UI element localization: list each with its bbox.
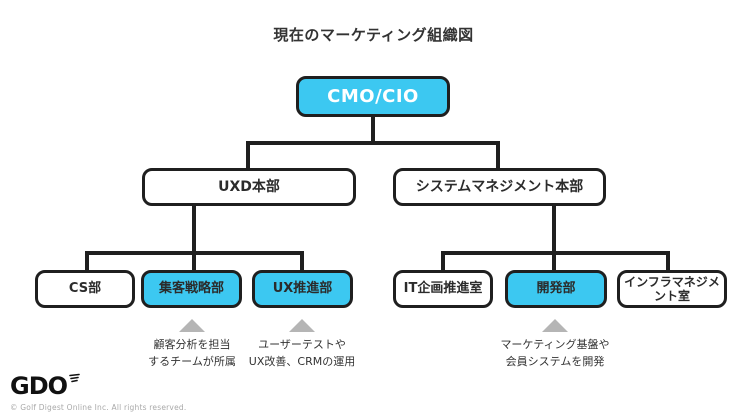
org-box-system-management-division: システムマネジメント本部 xyxy=(393,168,606,206)
connector-right-mid-drop xyxy=(552,204,556,270)
connector-div2-drop xyxy=(496,141,500,170)
annotation-line: マーケティング基盤や xyxy=(500,338,610,351)
org-box-customer-acquisition-dept: 集客戦略部 xyxy=(141,270,242,308)
connector-div1-drop xyxy=(246,141,250,170)
org-box-it-planning-dept: IT企画推進室 xyxy=(393,270,493,308)
annotation-line: UX改善、CRMの運用 xyxy=(248,354,356,368)
annotation-line: するチームが所属 xyxy=(148,354,236,368)
annotation-triangle-icon xyxy=(179,319,205,332)
copyright-text: © Golf Digest Online Inc. All rights res… xyxy=(10,403,187,412)
connector-left-bar xyxy=(85,251,304,255)
connector-right-bar xyxy=(441,251,670,255)
connector-right-a-drop xyxy=(441,251,445,270)
annotation-triangle-icon xyxy=(289,319,315,332)
annotation-line: 会員システムを開発 xyxy=(505,354,605,368)
annotation-triangle-icon xyxy=(542,319,568,332)
org-box-cs-dept: CS部 xyxy=(35,270,135,308)
annotation-note: マーケティング基盤や 会員システムを開発 xyxy=(470,337,640,370)
org-box-uxd-division: UXD本部 xyxy=(142,168,356,206)
org-box-ux-promotion-dept: UX推進部 xyxy=(252,270,353,308)
connector-top-bar xyxy=(246,141,500,145)
connector-right-c-drop xyxy=(666,251,670,270)
annotation-line: ユーザーテストや xyxy=(258,338,346,351)
page-title: 現在のマーケティング組織図 xyxy=(273,26,474,44)
golf-flag-icon xyxy=(69,373,80,383)
org-box-cmo-cio: CMO/CIO xyxy=(296,76,450,117)
connector-root-drop xyxy=(371,115,375,145)
connector-left-mid-drop xyxy=(192,204,196,270)
connector-left-c-drop xyxy=(300,251,304,270)
annotation-note: ユーザーテストや UX改善、CRMの運用 xyxy=(217,337,387,370)
gdo-logo-text: GDO xyxy=(10,372,68,400)
annotation-line: 顧客分析を担当 xyxy=(153,338,231,351)
org-box-development-dept: 開発部 xyxy=(505,270,607,308)
annotation-note: 顧客分析を担当 するチームが所属 xyxy=(107,337,277,370)
gdo-logo: GDO xyxy=(10,372,81,400)
connector-left-a-drop xyxy=(85,251,89,270)
org-box-infra-management-dept: インフラマネジメント室 xyxy=(617,270,727,308)
